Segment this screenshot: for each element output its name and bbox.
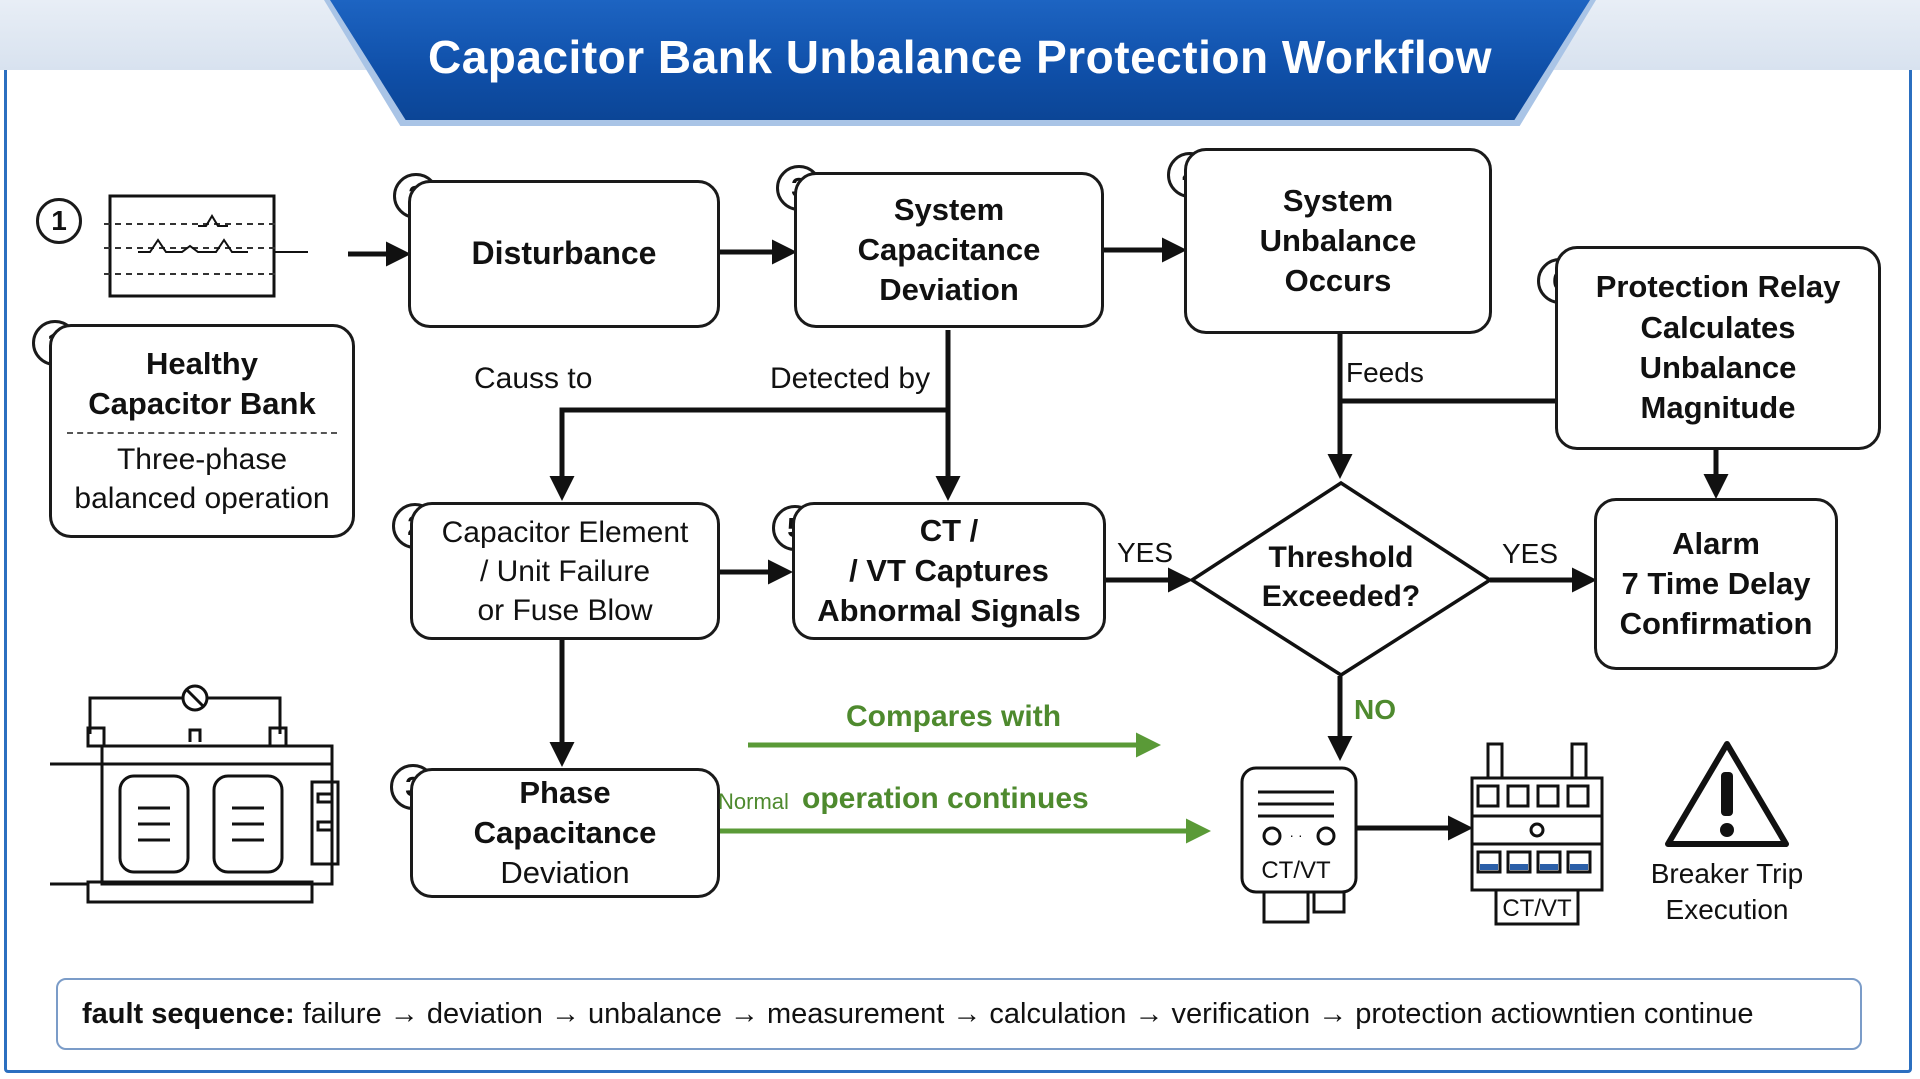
label-detected-by: Detected by: [770, 362, 931, 395]
alarm-line3: Confirmation: [1619, 606, 1813, 642]
breaker-trip-label: Breaker Trip Execution: [1632, 856, 1822, 929]
label-feeds: Feeds: [1346, 357, 1424, 388]
sys-unbalance-line2: Unbalance: [1259, 222, 1417, 258]
failure-line2: / Unit Failure: [479, 554, 651, 588]
threshold-diamond: [1188, 480, 1494, 678]
label-causes-to: Causs to: [474, 362, 593, 395]
diagram-title: Capacitor Bank Unbalance Protection Work…: [427, 31, 1492, 83]
alarm-line1: Alarm: [1672, 525, 1760, 561]
alarm-line2: 7 Time Delay: [1621, 565, 1811, 601]
relay-line1: Protection Relay: [1595, 269, 1841, 305]
phase-line1: Phase: [519, 774, 611, 810]
waveform-icon: [104, 194, 308, 298]
relay-line2: Calculates: [1640, 309, 1796, 345]
breaker-icon: CT/VT: [1470, 742, 1604, 926]
healthy-title-line1: Healthy: [146, 345, 258, 381]
relay-line3: Unbalance: [1639, 350, 1797, 385]
node-system-unbalance-occurs: System Unbalance Occurs: [1184, 148, 1492, 334]
threshold-text: Threshold Exceeded?: [1220, 538, 1462, 616]
node-system-capacitance-deviation: System Capacitance Deviation: [794, 172, 1104, 328]
breaker-trip-line2: Execution: [1665, 894, 1789, 926]
meter-ctvt-label: CT/VT: [1261, 857, 1331, 884]
healthy-divider: [67, 432, 337, 435]
capacitor-bank-icon: [50, 684, 340, 904]
node-disturbance: Disturbance: [408, 180, 720, 328]
ct-line1: CT /: [919, 512, 979, 548]
ct-line3: Abnormal Signals: [817, 593, 1081, 629]
footer-text: failure → deviation → unbalance → measur…: [302, 997, 1754, 1030]
label-no: NO: [1354, 694, 1396, 725]
sys-cap-dev-line2: Capacitance: [857, 231, 1041, 267]
healthy-sub-line2: balanced operation: [74, 482, 330, 516]
svg-text:· ·: · ·: [1289, 827, 1302, 843]
healthy-sub-line1: Three-phase: [116, 443, 288, 477]
node-ct-vt-captures: CT / / VT Captures Abnormal Signals: [792, 502, 1106, 640]
step-badge-1: 1: [36, 198, 82, 244]
sys-unbalance-line1: System: [1282, 182, 1394, 218]
relay-line4: Magnitude: [1640, 390, 1796, 426]
ct-line2: / VT Captures: [849, 552, 1049, 588]
node-healthy-capacitor-bank: Healthy Capacitor Bank Three-phase balan…: [49, 324, 355, 538]
failure-line3: or Fuse Blow: [477, 593, 653, 627]
fault-sequence-footer: fault sequence: failure → deviation → un…: [56, 978, 1862, 1050]
label-compares-with: Compares with: [846, 700, 1062, 733]
meter-icon: · · CT/VT: [1240, 766, 1358, 924]
sys-unbalance-line3: Occurs: [1284, 263, 1392, 299]
arrow-causes-to-failure: [549, 330, 951, 501]
warning-icon: [1665, 741, 1789, 847]
node-protection-relay: Protection Relay Calculates Unbalance Ma…: [1555, 246, 1881, 450]
phase-line2: Capacitance: [473, 814, 657, 850]
breaker-trip-line1: Breaker Trip: [1650, 858, 1804, 889]
label-yes-alarm: YES: [1502, 538, 1559, 569]
node-capacitor-element-failure: Capacitor Element / Unit Failure or Fuse…: [410, 502, 720, 640]
threshold-line1: Threshold: [1268, 541, 1414, 574]
label-yes-ct: YES: [1117, 537, 1174, 568]
failure-line1: Capacitor Element: [441, 515, 689, 549]
node-phase-capacitance-deviation: Phase Capacitance Deviation: [410, 768, 720, 898]
label-normal: Normal: [718, 789, 789, 814]
breaker-ctvt-label: CT/VT: [1502, 895, 1572, 922]
phase-line3: Deviation: [500, 855, 630, 891]
sys-cap-dev-line3: Deviation: [879, 272, 1019, 308]
healthy-title-line2: Capacitor Bank: [88, 386, 316, 421]
threshold-line2: Exceeded?: [1261, 580, 1421, 613]
footer-label: fault sequence:: [82, 997, 295, 1030]
node-alarm: Alarm 7 Time Delay Confirmation: [1594, 498, 1838, 670]
label-operation-continues: operation continues: [802, 782, 1089, 815]
sys-cap-dev-line1: System: [893, 191, 1005, 227]
title-banner: [330, 0, 1590, 120]
